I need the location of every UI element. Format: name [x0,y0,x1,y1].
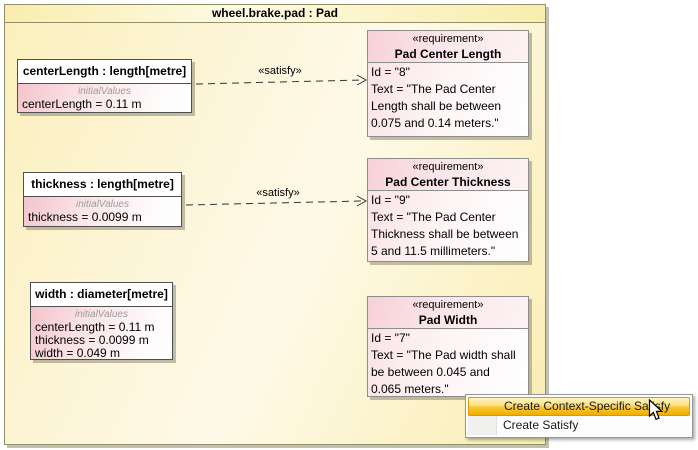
requirement-header: «requirement» Pad Center Length [368,31,528,63]
satisfy-label: «satisfy» [258,65,302,77]
block-header: thickness : length[metre] [24,173,181,197]
context-menu: Create Context-Specific Satisfy Create S… [465,394,693,438]
requirement-body: Id = "8" Text = "The Pad Center Length s… [368,63,528,136]
menu-item-create-satisfy[interactable]: Create Satisfy [468,416,690,435]
satisfy-label: «satisfy» [256,187,300,199]
value-line: centerLength = 0.11 m [35,320,155,334]
value-line: width = 0.049 m [35,346,121,360]
requirement-stereotype: «requirement» [412,161,484,173]
requirement-name: Pad Center Thickness [385,175,511,189]
initial-values-label: initialValues [76,199,129,210]
block-values-compartment: initialValues centerLength = 0.11 m thic… [31,307,172,360]
value-line: thickness = 0.0099 m [35,333,149,347]
requirement-name: Pad Width [418,313,478,327]
value-line: centerLength = 0.11 m [22,97,142,111]
block-header: centerLength : length[metre] [18,60,191,84]
requirement-body: Id = "9" Text = "The Pad Center Thicknes… [368,191,528,261]
initial-values-label: initialValues [78,86,131,97]
diagram-frame-title: wheel.brake.pad : Pad [5,5,545,23]
value-line: thickness = 0.0099 m [28,210,142,224]
block-values-compartment: initialValues thickness = 0.0099 m [24,197,181,226]
menu-item-label: Create Satisfy [503,418,579,432]
requirement-body: Id = "7" Text = "The Pad width shall be … [368,329,528,396]
menu-item-label: Create Context-Specific Satisfy [504,399,671,413]
requirement-name: Pad Center Length [394,47,502,61]
block-header: width : diameter[metre] [31,283,172,307]
requirement-header: «requirement» Pad Center Thickness [368,159,528,191]
value-block-width[interactable]: width : diameter[metre] initialValues ce… [30,282,173,360]
initial-values-label: initialValues [75,309,128,320]
block-values-compartment: initialValues centerLength = 0.11 m [18,84,191,112]
requirement-stereotype: «requirement» [412,299,484,311]
requirement-header: «requirement» Pad Width [368,297,528,329]
requirement-pad-center-thickness[interactable]: «requirement» Pad Center Thickness Id = … [367,158,529,262]
requirement-pad-center-length[interactable]: «requirement» Pad Center Length Id = "8"… [367,30,529,137]
requirement-pad-width[interactable]: «requirement» Pad Width Id = "7" Text = … [367,296,529,397]
value-block-thickness[interactable]: thickness : length[metre] initialValues … [23,172,182,227]
value-block-centerlength[interactable]: centerLength : length[metre] initialValu… [17,59,192,113]
requirement-stereotype: «requirement» [412,33,484,45]
menu-item-create-context-specific-satisfy[interactable]: Create Context-Specific Satisfy [468,397,690,416]
